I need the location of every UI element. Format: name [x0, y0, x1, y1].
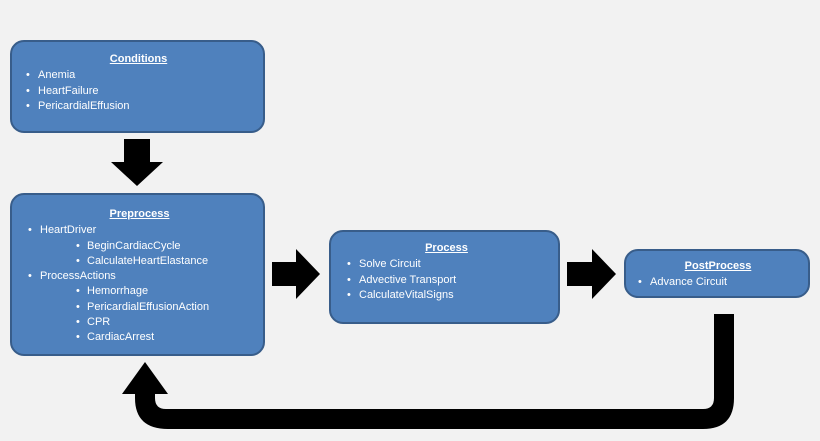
list-item: HeartFailure	[24, 84, 253, 100]
processactions-sublist: Hemorrhage PericardialEffusionAction CPR…	[74, 284, 253, 345]
right-arrow-process-to-postprocess	[567, 249, 616, 299]
process-list: Solve Circuit Advective Transport Calcul…	[345, 257, 548, 303]
preprocess-list: HeartDriver BeginCardiacCycle CalculateH…	[26, 223, 253, 346]
preprocess-box: Preprocess HeartDriver BeginCardiacCycle…	[10, 193, 265, 356]
list-item: Solve Circuit	[345, 257, 548, 273]
list-item: CardiacArrest	[74, 330, 253, 346]
down-arrow	[111, 139, 163, 186]
list-item: Anemia	[24, 68, 253, 84]
sublist-container: Hemorrhage PericardialEffusionAction CPR…	[26, 284, 253, 345]
list-item: PericardialEffusionAction	[74, 300, 253, 316]
process-box: Process Solve Circuit Advective Transpor…	[329, 230, 560, 324]
postprocess-title: PostProcess	[684, 260, 752, 272]
list-item: ProcessActions	[26, 269, 253, 285]
conditions-list: Anemia HeartFailure PericardialEffusion	[24, 68, 253, 114]
return-loop-arrow	[122, 314, 734, 429]
list-item: PericardialEffusion	[24, 99, 253, 115]
right-arrow-preprocess-to-process	[272, 249, 320, 299]
sublist-container: BeginCardiacCycle CalculateHeartElastanc…	[26, 239, 253, 270]
conditions-box: Conditions Anemia HeartFailure Pericardi…	[10, 40, 265, 133]
list-item: BeginCardiacCycle	[74, 239, 253, 255]
list-item: CalculateHeartElastance	[74, 254, 253, 270]
preprocess-title: Preprocess	[109, 208, 170, 220]
conditions-title: Conditions	[109, 53, 168, 65]
process-title: Process	[425, 242, 468, 254]
list-item: Hemorrhage	[74, 284, 253, 300]
list-item: Advance Circuit	[636, 275, 800, 291]
postprocess-list: Advance Circuit	[636, 275, 800, 291]
list-item: CPR	[74, 315, 253, 331]
postprocess-box: PostProcess Advance Circuit	[624, 249, 810, 298]
list-item: CalculateVitalSigns	[345, 288, 548, 304]
list-item: HeartDriver	[26, 223, 253, 239]
list-item: Advective Transport	[345, 273, 548, 289]
heartdriver-sublist: BeginCardiacCycle CalculateHeartElastanc…	[74, 239, 253, 270]
